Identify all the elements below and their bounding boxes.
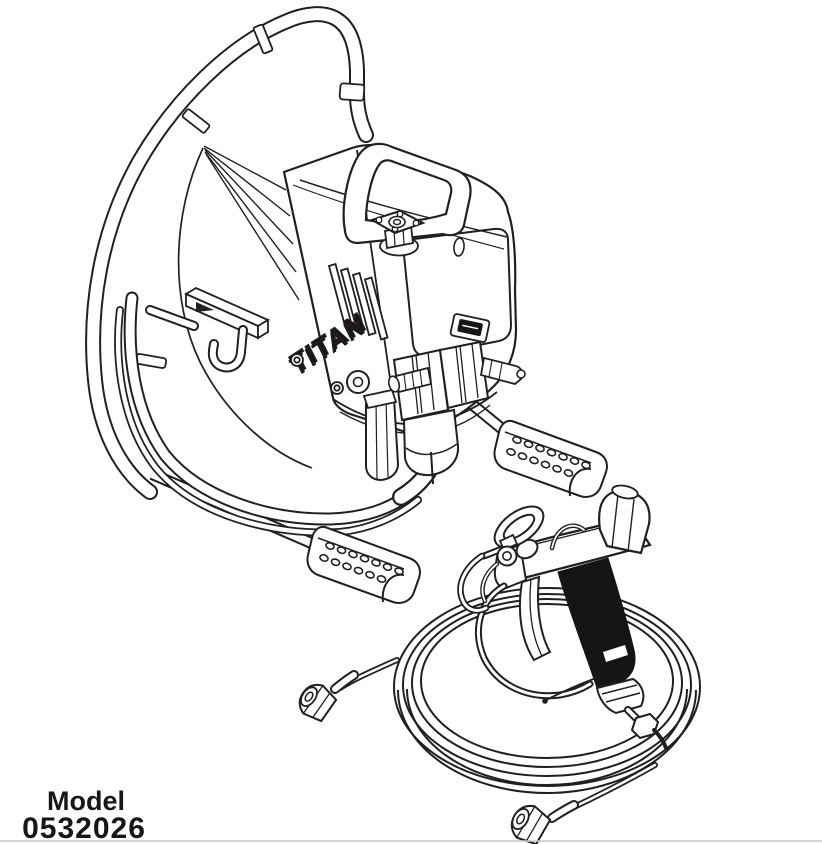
bracket-arrow-mark [196,302,214,312]
hose-retainer-clip [134,353,168,369]
pump-assembly [346,340,526,485]
hose-coil [393,587,701,794]
hoop-clamp-right [338,82,366,102]
gun-grip [557,557,636,689]
fill-cap [369,209,426,257]
hose-end-right [510,762,658,844]
pump-cylinder [402,408,460,477]
motor-shroud-lines [177,145,313,469]
foot-pad-right [493,419,608,498]
hoop-clamp-top [252,23,274,55]
model-number: 0532026 [22,812,146,844]
gun-butt [595,677,645,715]
cover-latch [449,313,491,343]
foot-pad-left [306,525,421,604]
filter-housing [365,396,400,482]
model-caption: Model 0532026 [22,786,146,844]
hoop-clamp-left [181,108,211,134]
vent-slot [453,237,465,257]
model-label: Model [47,786,125,816]
brand-stripes [327,262,389,341]
tip-guard [457,505,545,614]
hose-end-left [298,657,400,723]
gun-trigger [518,575,552,662]
hose-swivel-nut [630,712,660,740]
gun-filter-housing [598,489,651,555]
spray-gun [457,484,668,750]
hose-fitting-left [298,683,338,723]
cart-frame-hoop [85,6,374,500]
suction-hose-set [114,291,437,537]
pail-hook-bracket [145,286,270,373]
hose-fitting-right [510,804,552,844]
